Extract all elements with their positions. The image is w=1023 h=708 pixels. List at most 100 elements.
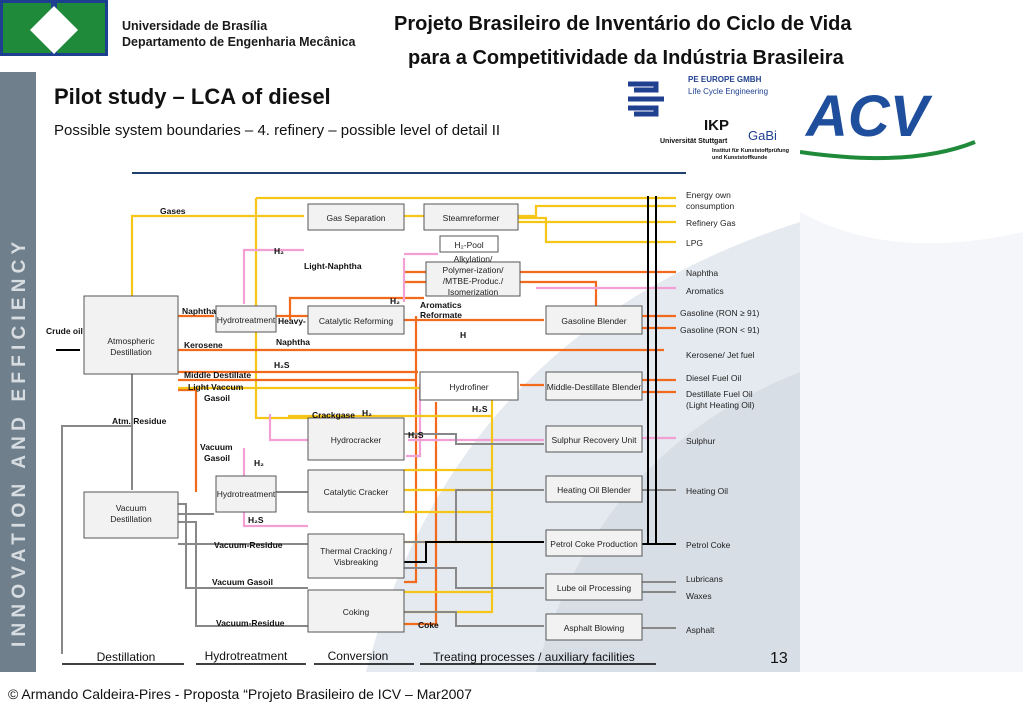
svg-text:Hydrocracker: Hydrocracker — [331, 435, 382, 445]
svg-text:Middle-Destillate Blender: Middle-Destillate Blender — [547, 382, 642, 392]
label-heavy: Heavy- — [278, 316, 306, 326]
svg-text:Isomerization: Isomerization — [448, 287, 499, 297]
label-light-vaccum: Light Vaccum — [188, 382, 244, 392]
box-gasoline-blender: Gasoline Blender — [545, 305, 643, 335]
svg-text:Gasoline Blender: Gasoline Blender — [561, 316, 626, 326]
label-gasoil: Gasoil — [204, 393, 230, 403]
output-waxes: Waxes — [686, 591, 712, 601]
inst-line2: und Kunststoffkunde — [712, 155, 767, 161]
side-banner-text-wrap: INNOVATION AND EFFICIENCY — [9, 237, 30, 647]
side-banner-text: INNOVATION AND EFFICIENCY — [9, 237, 30, 647]
output-destillate-1: Destillate Fuel Oil — [686, 389, 753, 399]
label-gases: Gases — [160, 206, 186, 216]
svg-text:Thermal Cracking /: Thermal Cracking / — [320, 546, 392, 556]
svg-text:Hydrotreatment: Hydrotreatment — [217, 489, 276, 499]
ikp-text: IKP — [704, 117, 729, 134]
box-vacuum: Vacuum Destillation — [83, 491, 179, 539]
pe-logo-line2: Life Cycle Engineering — [688, 87, 768, 96]
box-petrol-coke-production: Petrol Coke Production — [545, 529, 643, 557]
svg-text:Catalytic Reforming: Catalytic Reforming — [319, 316, 393, 326]
project-title-line1: Projeto Brasileiro de Inventário do Cicl… — [394, 13, 852, 35]
output-energy-1: Energy own — [686, 190, 731, 200]
stage-destillation: Destillation — [97, 650, 156, 664]
box-atmospheric: Atmospheric Destillation — [83, 295, 179, 375]
box-alkylation: Alkylation/ Polymer-ization/ /MTBE-Produ… — [425, 254, 521, 297]
label-vacuum: Vacuum — [200, 442, 233, 452]
uni-text: Universität Stuttgart — [660, 138, 728, 145]
svg-text:Lube oil Processing: Lube oil Processing — [557, 583, 631, 593]
svg-text:Petrol Coke Production: Petrol Coke Production — [550, 539, 638, 549]
output-aromatics: Aromatics — [686, 286, 724, 296]
label-h2s-d: H₂S — [248, 515, 264, 525]
output-sulphur: Sulphur — [686, 436, 715, 446]
box-steamreformer: Steamreformer — [423, 203, 519, 231]
label-coke: Coke — [418, 620, 439, 630]
page-number: 13 — [770, 650, 788, 667]
svg-text:Steamreformer: Steamreformer — [443, 213, 500, 223]
box-lube-oil-processing: Lube oil Processing — [545, 573, 643, 601]
svg-text:Visbreaking: Visbreaking — [334, 557, 379, 567]
output-gasoline-high: Gasoline (RON ≥ 91) — [680, 308, 759, 318]
label-h2s-b: H₂S — [472, 404, 488, 414]
output-lubricans: Lubricans — [686, 574, 723, 584]
acv-logo: ACV — [799, 84, 1023, 672]
svg-text:Destillation: Destillation — [110, 347, 152, 357]
label-vacuum-residue: Vacuum-Residue — [214, 540, 283, 550]
box-asphalt-blowing: Asphalt Blowing — [545, 613, 643, 641]
output-heating-oil: Heating Oil — [686, 486, 728, 496]
process-boxes: Atmospheric Destillation Vacuum Destilla… — [83, 203, 643, 641]
svg-text:/MTBE-Produc./: /MTBE-Produc./ — [443, 276, 504, 286]
box-middle-destillate-blender: Middle-Destillate Blender — [545, 371, 643, 401]
output-gasoline-low: Gasoline (RON < 91) — [680, 325, 760, 335]
label-vacuum-residue-2: Vacuum-Residue — [216, 618, 285, 628]
box-hydrofiner: Hydrofiner — [419, 371, 519, 401]
box-hydrocracker: Hydrocracker — [307, 417, 405, 461]
box-coking: Coking — [307, 589, 405, 633]
svg-text:Alkylation/: Alkylation/ — [454, 254, 493, 264]
box-sulphur-recovery: Sulphur Recovery Unit — [545, 425, 643, 453]
output-asphalt: Asphalt — [686, 625, 715, 635]
acv-area: ACV — [799, 72, 1023, 672]
svg-text:Atmospheric: Atmospheric — [107, 336, 155, 346]
output-destillate-2: (Light Heating Oil) — [686, 400, 755, 410]
output-diesel: Diesel Fuel Oil — [686, 373, 741, 383]
stage-conversion: Conversion — [328, 649, 389, 663]
side-banner — [0, 72, 36, 672]
box-gas-separation: Gas Separation — [307, 203, 405, 231]
label-naphtha: Naphtha — [182, 306, 216, 316]
output-kerosene: Kerosene/ Jet fuel — [686, 350, 755, 360]
box-thermal-cracking: Thermal Cracking / Visbreaking — [307, 533, 405, 579]
label-light-naphtha: Light-Naphtha — [304, 261, 362, 271]
pe-europe-logo: PE EUROPE GMBH Life Cycle Engineering — [628, 75, 768, 117]
label-vacuum-gasoil: Vacuum Gasoil — [212, 577, 273, 587]
label-h2-a: H₂ — [274, 246, 284, 256]
label-crackgase: Crackgase — [312, 410, 355, 420]
box-heating-oil-blender: Heating Oil Blender — [545, 475, 643, 503]
label-middle-destillate: Middle Destillate — [184, 370, 251, 380]
svg-text:Catalytic Cracker: Catalytic Cracker — [324, 487, 389, 497]
label-heavy-naphtha: Naphtha — [276, 337, 310, 347]
svg-text:Polymer-ization/: Polymer-ization/ — [443, 265, 505, 275]
label-reformate: Reformate — [420, 310, 462, 320]
label-vacuum-gasoil-2: Gasoil — [204, 453, 230, 463]
output-refinery-gas: Refinery Gas — [686, 218, 736, 228]
box-hydrotreatment-2: Hydrotreatment — [215, 475, 277, 513]
label-h2s-a: H₂S — [274, 360, 290, 370]
ikp-gabi-logo: IKP GaBi Universität Stuttgart Institut … — [660, 117, 789, 161]
svg-text:Coking: Coking — [343, 607, 370, 617]
svg-text:Gas Separation: Gas Separation — [326, 213, 385, 223]
output-products: Energy own consumption Refinery Gas LPG … — [680, 190, 760, 635]
slide-title: Pilot study – LCA of diesel — [54, 84, 331, 109]
svg-text:H₂-Pool: H₂-Pool — [454, 240, 483, 250]
university-name: Universidade de Brasília — [122, 19, 268, 33]
box-h2-pool: H₂-Pool — [439, 235, 499, 253]
label-atm-residue: Atm. Residue — [112, 416, 167, 426]
svg-text:Hydrofiner: Hydrofiner — [449, 382, 488, 392]
svg-text:Hydrotreatment: Hydrotreatment — [217, 315, 276, 325]
slide-subtitle: Possible system boundaries – 4. refinery… — [54, 122, 501, 139]
svg-text:Sulphur Recovery Unit: Sulphur Recovery Unit — [551, 435, 637, 445]
output-naphtha: Naphtha — [686, 268, 718, 278]
svg-text:Vacuum: Vacuum — [116, 503, 147, 513]
label-h2-e: H₂ — [254, 458, 264, 468]
slide: Pilot study – LCA of diesel Possible sys… — [36, 72, 800, 672]
